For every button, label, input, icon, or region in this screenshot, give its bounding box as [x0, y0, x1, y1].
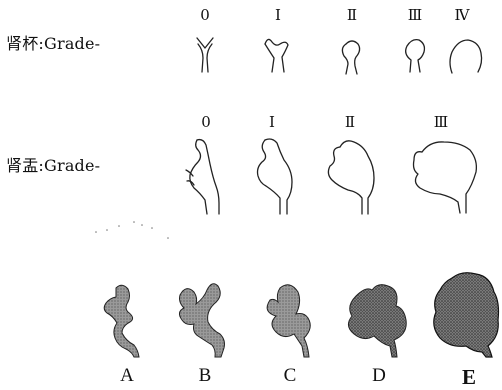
calyx-shape-grade-4 — [450, 40, 482, 73]
pelvis-shape-grade-0 — [186, 140, 219, 214]
pelvis-shape-grade-3 — [414, 142, 477, 213]
calyx-shape-grade-2 — [342, 41, 359, 74]
stage-shape-c — [267, 285, 310, 357]
calyx-shape-grade-3 — [406, 40, 425, 72]
stage-shape-a — [104, 285, 139, 357]
stage-shape-e — [434, 273, 499, 357]
stage-shape-d — [348, 285, 406, 357]
scan-specks — [95, 221, 169, 239]
calyx-shape-grade-0 — [197, 38, 213, 72]
calyx-shape-grade-1 — [265, 39, 288, 72]
pelvis-shape-grade-1 — [258, 139, 293, 214]
stage-shape-b — [179, 284, 224, 357]
pelvis-shape-grade-2 — [328, 141, 374, 214]
